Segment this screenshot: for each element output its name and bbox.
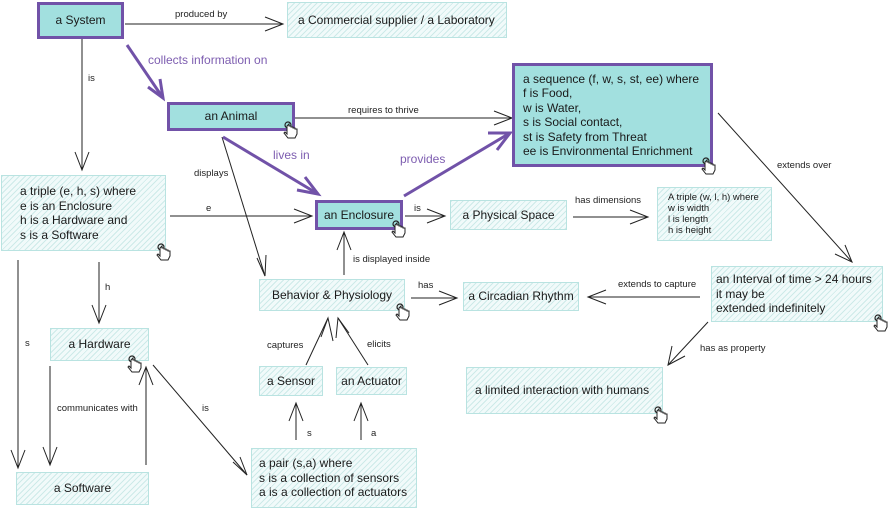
node-enclosure[interactable]: an Enclosure <box>315 200 406 238</box>
edge-pair-a <box>353 401 369 440</box>
node-label: an Animal <box>204 109 258 124</box>
edge-label-pair-s: s <box>307 428 312 439</box>
edge-label-has: has <box>418 280 434 291</box>
node-limited-interaction[interactable]: a limited interaction with humans <box>466 367 668 424</box>
node-actuator[interactable]: an Actuator <box>336 367 407 395</box>
hand-pointer-icon[interactable] <box>126 354 146 374</box>
edge-s <box>10 260 26 470</box>
node-triple-ehs[interactable]: a triple (e, h, s) where e is an Enclosu… <box>1 175 171 261</box>
edge-extends-over <box>717 112 853 264</box>
node-animal[interactable]: an Animal <box>167 102 298 139</box>
node-label: a System <box>55 13 106 28</box>
node-label: an Actuator <box>341 373 402 388</box>
edge-label-is-displayed-inside: is displayed inside <box>353 254 431 265</box>
hand-pointer-icon[interactable] <box>390 219 410 239</box>
hand-pointer-icon[interactable] <box>155 242 175 262</box>
edge-h <box>91 262 107 325</box>
node-circadian-rhythm[interactable]: a Circadian Rhythm <box>463 282 579 311</box>
node-label: a limited interaction with humans <box>475 383 650 398</box>
edge-label-system-is: is <box>88 73 95 84</box>
edge-has-as-property <box>667 321 709 366</box>
node-sensor[interactable]: a Sensor <box>259 366 323 396</box>
node-hardware[interactable]: a Hardware <box>50 328 149 373</box>
edge-collects-information-on <box>125 44 166 102</box>
node-label: an Enclosure <box>323 207 395 222</box>
edge-label-enclosure-is: is <box>414 203 421 214</box>
node-label: a pair (s,a) where s is a collection of … <box>259 456 408 500</box>
edge-label-displays: displays <box>194 168 229 179</box>
node-interval[interactable]: an Interval of time > 24 hours it may be… <box>711 266 888 332</box>
edge-label-s: s <box>25 338 30 349</box>
edge-label-produced-by: produced by <box>175 9 228 20</box>
edge-communicates-with <box>42 366 58 467</box>
edge-communicates-back <box>138 365 154 465</box>
node-label: a Commercial supplier / a Laboratory <box>298 12 495 27</box>
node-label: a Circadian Rhythm <box>468 289 574 304</box>
node-label: a triple (e, h, s) where e is an Enclosu… <box>20 184 137 242</box>
edge-label-has-as-property: has as property <box>700 343 766 354</box>
node-label: a Sensor <box>266 373 316 388</box>
edge-label-h: h <box>105 282 111 293</box>
edge-label-hardware-is: is <box>202 403 209 414</box>
node-triple-wlh[interactable]: A triple (w, l, h) where w is width l is… <box>657 187 772 241</box>
edge-label-e: e <box>206 203 212 214</box>
hand-pointer-icon[interactable] <box>394 302 414 322</box>
edge-extends-to-capture <box>586 289 700 305</box>
edge-has <box>411 290 459 306</box>
node-label: a Software <box>53 481 112 496</box>
edge-hardware-is <box>152 364 248 476</box>
edge-label-captures: captures <box>267 340 304 351</box>
edge-displays <box>221 136 267 277</box>
edge-label-pair-a: a <box>371 428 377 439</box>
edge-enclosure-is <box>405 208 447 224</box>
edge-provides <box>403 131 514 198</box>
edge-system-is <box>74 38 90 172</box>
node-physical-space[interactable]: a Physical Space <box>450 200 567 230</box>
node-sequence[interactable]: a sequence (f, w, s, st, ee) where f is … <box>512 63 716 175</box>
node-label: a Physical Space <box>462 207 555 222</box>
edge-is-displayed-inside <box>336 230 352 275</box>
hand-pointer-icon[interactable] <box>652 405 672 425</box>
edge-label-extends-to-capture: extends to capture <box>618 279 697 290</box>
node-pair[interactable]: a pair (s,a) where s is a collection of … <box>251 448 417 508</box>
edge-has-dimensions <box>573 209 650 225</box>
edge-label-requires-to-thrive: requires to thrive <box>348 105 419 116</box>
edge-label-provides: provides <box>400 152 446 166</box>
node-commercial-supplier[interactable]: a Commercial supplier / a Laboratory <box>287 2 507 38</box>
edge-captures <box>305 316 334 366</box>
node-label: A triple (w, l, h) where w is width l is… <box>668 192 759 236</box>
node-label: a Hardware <box>68 337 131 352</box>
edge-label-communicates-with: communicates with <box>57 403 138 414</box>
hand-pointer-icon[interactable] <box>282 120 302 140</box>
node-behavior-physiology[interactable]: Behavior & Physiology <box>259 279 410 321</box>
edge-label-elicits: elicits <box>367 339 391 350</box>
edge-label-lives-in: lives in <box>273 148 310 162</box>
edge-label-has-dimensions: has dimensions <box>575 195 642 206</box>
node-software[interactable]: a Software <box>16 472 149 505</box>
node-system[interactable]: a System <box>37 2 124 39</box>
node-label: an Interval of time > 24 hours it may be… <box>716 272 872 316</box>
edge-e <box>170 208 314 224</box>
edge-pair-s <box>288 401 304 440</box>
hand-pointer-icon[interactable] <box>872 313 890 333</box>
edge-label-extends-over: extends over <box>777 160 832 171</box>
node-label: Behavior & Physiology <box>271 287 393 302</box>
edge-elicits <box>335 316 369 366</box>
edge-label-collects-information-on: collects information on <box>148 53 268 67</box>
edge-lives-in <box>222 135 322 197</box>
edge-produced-by <box>125 16 285 32</box>
hand-pointer-icon[interactable] <box>700 156 720 176</box>
node-label: a sequence (f, w, s, st, ee) where f is … <box>523 71 700 159</box>
